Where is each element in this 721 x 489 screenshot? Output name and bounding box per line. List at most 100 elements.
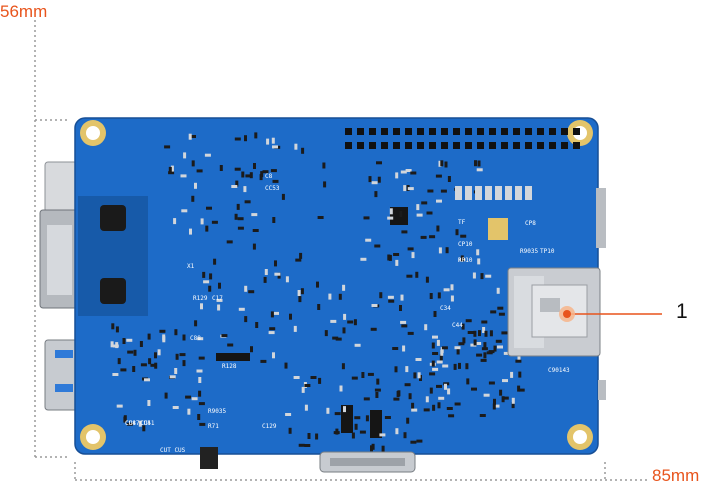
smd-part — [393, 253, 400, 256]
smd-part — [342, 284, 346, 291]
smd-part — [456, 348, 460, 355]
gpio-pad — [465, 142, 472, 149]
smd-part — [269, 327, 276, 331]
smd-part — [375, 392, 379, 398]
smd-part — [359, 430, 366, 434]
smd-part — [315, 433, 319, 440]
smd-part — [316, 281, 319, 288]
smd-part — [365, 415, 369, 422]
smd-part — [197, 337, 204, 341]
silkscreen-label: CC47 — [125, 420, 140, 427]
smd-part — [360, 257, 367, 261]
smd-part — [244, 285, 248, 292]
gpio-pad — [477, 128, 484, 135]
resistor-array — [475, 186, 482, 200]
smd-part — [285, 413, 292, 416]
resistor-array — [455, 186, 462, 200]
smd-part — [173, 218, 177, 225]
smd-part — [476, 168, 483, 172]
resistor-array — [485, 186, 492, 200]
smd-part — [174, 368, 178, 374]
smd-part — [488, 381, 495, 385]
smd-part — [204, 153, 211, 157]
smd-part — [374, 244, 381, 248]
smd-part — [297, 290, 301, 296]
right-edge-connector — [596, 188, 606, 248]
smd-part — [191, 397, 198, 401]
smd-part — [274, 260, 277, 267]
smd-part — [429, 372, 436, 376]
smd-part — [298, 296, 302, 303]
smd-part — [511, 397, 515, 404]
smd-part — [326, 407, 330, 414]
gpio-pad — [369, 142, 376, 149]
smd-part — [181, 209, 188, 213]
smd-part — [168, 166, 172, 173]
smd-part — [299, 252, 303, 259]
smd-part — [237, 217, 244, 221]
smd-part — [351, 432, 355, 439]
smd-part — [401, 324, 408, 328]
smd-part — [338, 293, 342, 300]
smd-part — [431, 342, 435, 349]
gpio-pad — [429, 128, 436, 135]
smd-part — [174, 329, 178, 336]
smd-part — [154, 362, 158, 369]
smd-part — [440, 349, 444, 356]
smd-part — [384, 416, 391, 419]
smd-part — [376, 378, 380, 385]
smd-part — [199, 422, 206, 426]
smd-part — [300, 288, 304, 295]
smd-part — [328, 293, 332, 300]
smd-part — [197, 414, 201, 420]
smd-part — [413, 372, 417, 379]
silkscreen-label: CP10 — [458, 241, 473, 248]
smd-part — [244, 200, 251, 204]
smd-part — [343, 406, 346, 413]
smd-part — [470, 343, 477, 347]
smd-part — [132, 366, 136, 372]
gpio-header-pads — [345, 128, 580, 149]
smd-part — [324, 330, 328, 337]
smd-part — [450, 295, 454, 302]
smd-part — [480, 273, 484, 280]
gpio-pad — [381, 142, 388, 149]
smd-part — [112, 373, 119, 376]
smd-part — [445, 247, 449, 254]
smd-part — [250, 346, 253, 353]
smd-part — [402, 345, 406, 352]
smd-part — [231, 185, 238, 188]
smd-part — [196, 169, 203, 173]
smd-part — [317, 304, 321, 310]
smd-part — [289, 313, 292, 320]
smd-part — [273, 311, 279, 315]
smd-part — [403, 432, 407, 439]
gpio-pad — [477, 142, 484, 149]
gpio-pad — [405, 128, 412, 135]
smd-part — [272, 217, 276, 223]
smd-part — [334, 412, 341, 416]
smd-part — [400, 170, 407, 174]
smd-part — [120, 368, 127, 372]
smd-part — [441, 346, 448, 350]
smd-part — [301, 147, 305, 154]
smd-part — [237, 226, 244, 230]
smd-part — [310, 376, 317, 379]
smd-part — [268, 331, 275, 335]
smd-part — [150, 363, 157, 367]
smd-part — [394, 366, 398, 373]
gpio-pad — [513, 142, 520, 149]
smd-part — [429, 235, 436, 239]
gpio-pad — [537, 128, 544, 135]
silkscreen-label: TF — [458, 219, 466, 226]
smd-part — [387, 216, 394, 220]
smd-part — [495, 339, 502, 343]
smd-part — [517, 385, 521, 392]
smd-part — [272, 145, 278, 149]
smd-part — [127, 350, 134, 354]
smd-part — [392, 347, 399, 350]
smd-part — [126, 422, 133, 426]
smd-part — [200, 303, 203, 310]
dimension-lines — [34, 20, 650, 482]
smd-part — [462, 337, 466, 344]
